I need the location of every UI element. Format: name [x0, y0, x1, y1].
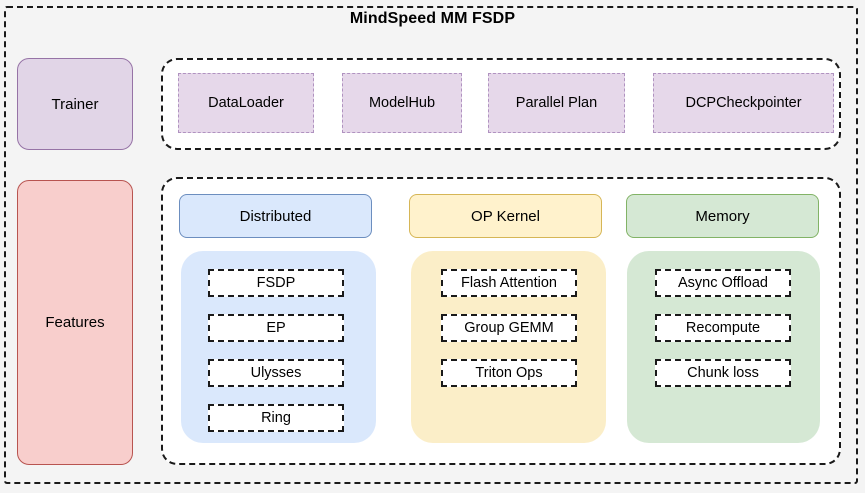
category-panel-distributed: FSDP EP Ulysses Ring	[181, 251, 376, 443]
category-panel-memory: Async Offload Recompute Chunk loss	[627, 251, 820, 443]
category-header-distributed[interactable]: Distributed	[179, 194, 372, 238]
feature-item[interactable]: Async Offload	[655, 269, 791, 297]
feature-item-label: Triton Ops	[475, 365, 543, 381]
feature-item-label: Chunk loss	[687, 365, 759, 381]
feature-item[interactable]: Recompute	[655, 314, 791, 342]
component-chip-label: Parallel Plan	[515, 95, 598, 111]
side-label-features-text: Features	[45, 314, 105, 331]
side-label-features[interactable]: Features	[17, 180, 133, 465]
component-chip-dataloader[interactable]: DataLoader	[178, 73, 314, 133]
category-header-label: Memory	[695, 207, 750, 225]
component-chip-label: ModelHub	[368, 95, 436, 111]
feature-item[interactable]: Ring	[208, 404, 344, 432]
component-chip-label: DataLoader	[208, 95, 284, 111]
category-header-memory[interactable]: Memory	[626, 194, 819, 238]
feature-item-label: Flash Attention	[461, 275, 557, 291]
feature-item[interactable]: EP	[208, 314, 344, 342]
feature-item-label: Async Offload	[677, 275, 768, 291]
feature-item-label: Ring	[261, 410, 291, 426]
category-header-op-kernel[interactable]: OP Kernel	[409, 194, 602, 238]
feature-item[interactable]: Group GEMM	[441, 314, 577, 342]
category-header-label: Distributed	[239, 207, 312, 225]
feature-item-label: EP	[266, 320, 286, 336]
feature-item-label: FSDP	[256, 275, 296, 291]
component-chip-parallel-plan[interactable]: Parallel Plan	[488, 73, 625, 133]
component-chip-dcpcheckpointer[interactable]: DCPCheckpointer	[653, 73, 834, 133]
feature-item[interactable]: Triton Ops	[441, 359, 577, 387]
category-header-label: OP Kernel	[471, 207, 540, 225]
feature-item[interactable]: Flash Attention	[441, 269, 577, 297]
side-label-trainer-text: Trainer	[51, 95, 99, 113]
feature-item[interactable]: Ulysses	[208, 359, 344, 387]
category-panel-op-kernel: Flash Attention Group GEMM Triton Ops	[411, 251, 606, 443]
component-chip-label: DCPCheckpointer	[685, 95, 802, 111]
feature-item-label: Ulysses	[250, 365, 302, 381]
feature-item-label: Group GEMM	[464, 320, 554, 336]
page-title: MindSpeed MM FSDP	[349, 10, 516, 27]
side-label-trainer[interactable]: Trainer	[17, 58, 133, 150]
component-chip-modelhub[interactable]: ModelHub	[342, 73, 462, 133]
feature-item-label: Recompute	[685, 320, 761, 336]
feature-item[interactable]: FSDP	[208, 269, 344, 297]
feature-item[interactable]: Chunk loss	[655, 359, 791, 387]
